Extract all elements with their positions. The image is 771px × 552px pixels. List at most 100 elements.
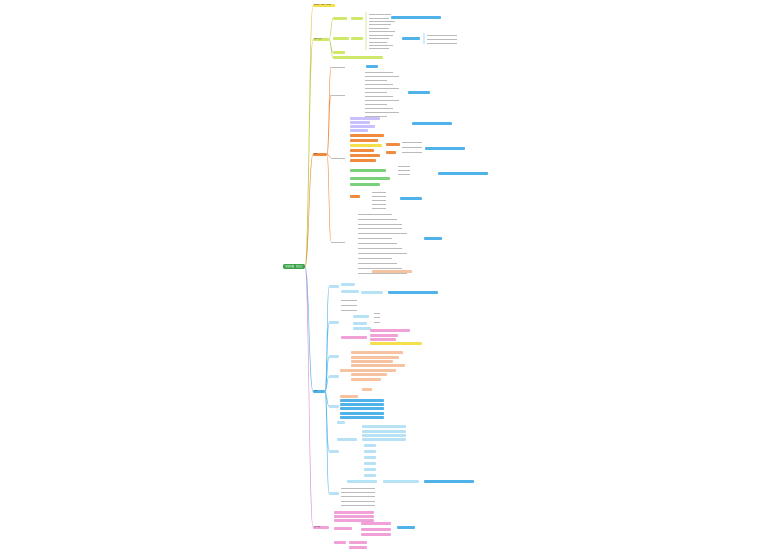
leaf-node[interactable] <box>340 399 384 402</box>
leaf-node[interactable] <box>337 421 345 424</box>
leaf-node[interactable] <box>361 291 383 294</box>
strip-node[interactable] <box>350 129 368 132</box>
leaf-node[interactable] <box>383 480 419 483</box>
leaf-node[interactable] <box>361 528 391 531</box>
branch-b4[interactable]: 运营 <box>313 390 325 393</box>
leaf-node[interactable] <box>341 283 355 286</box>
leaf-text[interactable] <box>365 86 399 89</box>
leaf-text[interactable] <box>369 36 389 39</box>
strip-node[interactable] <box>350 139 378 142</box>
sub-node[interactable] <box>329 405 339 408</box>
leaf-text[interactable] <box>369 43 393 46</box>
leaf-text[interactable] <box>369 12 391 15</box>
sub-node[interactable] <box>329 492 339 495</box>
sub-node[interactable] <box>333 37 349 40</box>
leaf-node[interactable] <box>341 290 359 293</box>
leaf-text[interactable] <box>358 261 397 264</box>
leaf-node[interactable] <box>353 322 367 325</box>
sub-node[interactable] <box>333 56 383 59</box>
leaf-text[interactable] <box>402 140 422 143</box>
branch-b5[interactable]: 项目实施 <box>313 526 329 529</box>
note-node[interactable] <box>366 65 378 68</box>
leaf-text[interactable] <box>358 222 402 225</box>
leaf-text[interactable] <box>365 94 393 97</box>
leaf-text[interactable] <box>369 46 389 49</box>
note-node[interactable] <box>425 147 465 150</box>
leaf-text[interactable] <box>374 315 380 318</box>
leaf-text[interactable] <box>369 33 393 36</box>
leaf-text[interactable] <box>358 217 397 220</box>
leaf-node[interactable] <box>340 416 384 419</box>
sub-topic[interactable] <box>331 93 345 96</box>
leaf-text[interactable] <box>372 194 386 197</box>
leaf-text[interactable] <box>365 114 387 117</box>
leaf-text[interactable] <box>372 202 386 205</box>
note-node[interactable] <box>438 172 488 175</box>
strip-node[interactable] <box>350 195 360 198</box>
leaf-node[interactable] <box>334 515 374 518</box>
leaf-node[interactable] <box>364 456 376 459</box>
leaf-node[interactable] <box>364 450 376 453</box>
strip-node[interactable] <box>350 177 390 180</box>
leaf-text[interactable] <box>365 78 387 81</box>
leaf-node[interactable] <box>349 546 367 549</box>
leaf-node[interactable] <box>334 511 374 514</box>
leaf-node[interactable] <box>362 388 372 391</box>
leaf-text[interactable] <box>365 74 399 77</box>
tag-node[interactable] <box>386 151 396 154</box>
leaf-text[interactable] <box>341 308 357 311</box>
strip-node[interactable] <box>350 169 386 172</box>
sub-node[interactable] <box>351 17 363 20</box>
leaf-text[interactable] <box>341 298 357 301</box>
root-node[interactable]: 思维导图 · 知识点 <box>283 264 305 269</box>
branch-b1[interactable]: Branch · intro · notes <box>313 4 335 7</box>
leaf-text[interactable] <box>358 212 392 215</box>
leaf-text[interactable] <box>369 26 389 29</box>
leaf-text[interactable] <box>402 150 422 153</box>
note-node[interactable] <box>400 197 422 200</box>
strip-node[interactable] <box>350 117 380 120</box>
leaf-node[interactable] <box>353 327 371 330</box>
leaf-text[interactable] <box>358 226 402 229</box>
leaf-text[interactable] <box>341 486 375 489</box>
sub-node[interactable] <box>329 450 339 453</box>
leaf-text[interactable] <box>341 499 375 502</box>
leaf-node[interactable] <box>364 468 376 471</box>
leaf-node[interactable] <box>351 360 393 363</box>
leaf-text[interactable] <box>369 16 389 19</box>
leaf-node[interactable] <box>370 338 396 341</box>
leaf-node[interactable] <box>370 334 398 337</box>
leaf-text[interactable] <box>358 241 397 244</box>
sub-node[interactable] <box>329 355 339 358</box>
leaf-node[interactable] <box>340 369 396 372</box>
leaf-text[interactable] <box>374 320 380 323</box>
sub-topic[interactable] <box>331 240 345 243</box>
leaf-text[interactable] <box>365 110 399 113</box>
leaf-text[interactable] <box>358 251 407 254</box>
leaf-text[interactable] <box>341 503 375 506</box>
strip-node[interactable] <box>350 183 380 186</box>
leaf-text[interactable] <box>372 206 386 209</box>
leaf-text[interactable] <box>341 494 375 497</box>
sub-node[interactable] <box>333 17 347 20</box>
strip-node[interactable] <box>350 159 376 162</box>
sub-node[interactable] <box>329 375 339 378</box>
tag-node[interactable] <box>386 143 400 146</box>
note-node[interactable] <box>412 122 452 125</box>
leaf-text[interactable] <box>365 102 387 105</box>
sub-topic[interactable] <box>331 156 345 159</box>
leaf-text[interactable] <box>358 266 402 269</box>
leaf-text[interactable] <box>358 231 407 234</box>
leaf-text[interactable] <box>369 22 391 25</box>
branch-b3[interactable]: 概念 <box>313 153 327 156</box>
note-node[interactable] <box>424 480 474 483</box>
leaf-text[interactable] <box>398 164 410 167</box>
leaf-node[interactable] <box>351 364 405 367</box>
leaf-text[interactable] <box>427 41 457 44</box>
leaf-node[interactable] <box>364 474 376 477</box>
leaf-node[interactable] <box>351 378 381 381</box>
leaf-node[interactable] <box>370 342 422 345</box>
note-node[interactable] <box>372 270 412 273</box>
leaf-node[interactable] <box>334 519 374 522</box>
leaf-text[interactable] <box>374 311 380 314</box>
